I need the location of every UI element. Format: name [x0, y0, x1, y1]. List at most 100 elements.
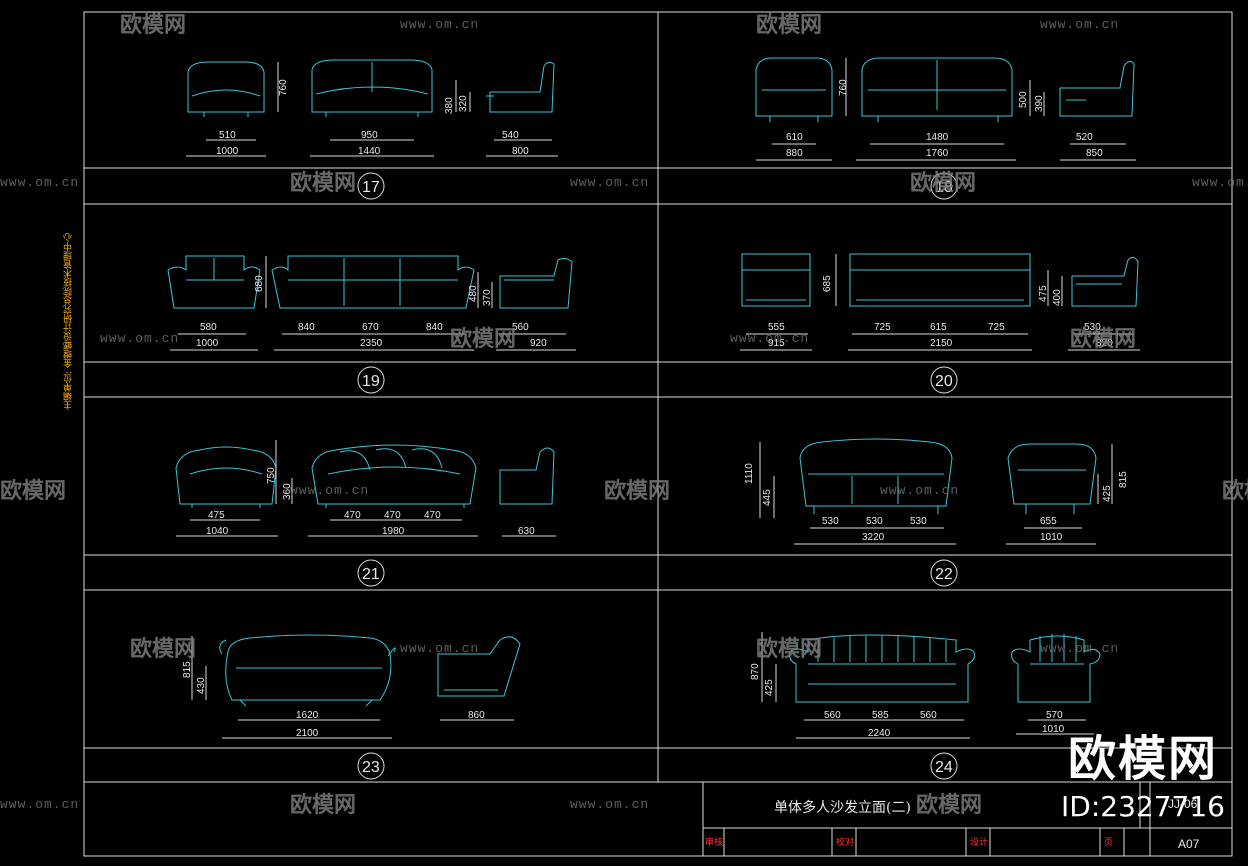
svg-text:欧模网: 欧模网 [756, 636, 822, 661]
dim-label: 820 [1096, 338, 1113, 349]
sheet-code: A07 [1178, 837, 1200, 851]
panel-18[interactable]: 760 500 390 610 880 1480 1760 520 850 18 [755, 57, 1136, 200]
dim-label: 425 [1102, 485, 1113, 502]
dim-label: 560 [824, 710, 841, 721]
svg-text:www.om.cn: www.om.cn [730, 331, 809, 346]
dim-label: 1440 [358, 146, 381, 157]
armchair-elevation [741, 253, 811, 307]
svg-text:www.om.cn: www.om.cn [1040, 17, 1119, 32]
dim-label: 400 [1052, 289, 1063, 306]
panel-23[interactable]: 815 430 1620 2100 860 23 [182, 634, 521, 780]
watermark: 欧模网 www.om.cn [756, 12, 1119, 37]
dim-label: 430 [196, 677, 207, 694]
svg-text:欧模网: 欧模网 [756, 12, 822, 37]
dim-label: 815 [182, 661, 193, 678]
title-block[interactable]: 单体多人沙发立面(二) JJ-06 A07 审核 校对 设计 页 [702, 781, 1233, 857]
dim-label: 630 [518, 526, 535, 537]
watermark: www.om.cn 欧模网 www.om.cn 欧模网 www.om.cn [0, 170, 1248, 195]
panel-17[interactable]: 760 380 320 510 1000 950 1440 540 800 17 [186, 59, 558, 200]
dim-label: 570 [1046, 710, 1063, 721]
dim-label: 3220 [862, 532, 885, 543]
sheet-number-circle [357, 752, 385, 780]
dim-label: 815 [1118, 471, 1129, 488]
svg-text:欧模网: 欧模网 [916, 792, 982, 817]
svg-text:www.om.cn: www.om.cn [880, 483, 959, 498]
dim-label: 425 [764, 679, 775, 696]
panel-24[interactable]: 870 425 560 585 560 2240 570 1010 24 [750, 632, 1101, 780]
sheet-number: 18 [935, 179, 953, 196]
watermark-layer: 欧模网 www.om.cn 欧模网 www.om.cn www.om.cn 欧模… [0, 12, 1248, 817]
side-elevation [437, 636, 521, 697]
dim-label: 725 [988, 322, 1005, 333]
dim-label: 725 [874, 322, 891, 333]
dim-label: 750 [266, 467, 277, 484]
dim-label: 370 [482, 289, 493, 306]
sheet-number-circle [357, 172, 385, 200]
svg-text:欧模网: 欧模网 [604, 478, 670, 503]
svg-text:www.om.cn: www.om.cn [100, 331, 179, 346]
dim-label: 840 [298, 322, 315, 333]
sheet-number: 24 [935, 759, 953, 776]
dim-label: 860 [468, 710, 485, 721]
dim-label: 555 [768, 322, 785, 333]
dim-label: 1010 [1040, 532, 1063, 543]
dim-lines [186, 62, 558, 157]
sofa-elevation [849, 253, 1031, 307]
dim-label: 615 [930, 322, 947, 333]
dim-label: 670 [362, 322, 379, 333]
panel-19[interactable]: 680 480 370 580 1000 840 670 840 2350 56… [167, 255, 576, 394]
svg-text:www.om.cn: www.om.cn [570, 175, 649, 190]
watermark: www.om.cn 欧模网 www.om.cn 欧模网 [100, 326, 1136, 351]
dim-label: 610 [786, 132, 803, 143]
model-id: ID:2327716 [1061, 790, 1225, 823]
panel-20[interactable]: 685 475 400 555 915 725 615 725 2150 530… [740, 253, 1140, 394]
dim-label: 2240 [868, 728, 891, 739]
armchair-elevation [755, 57, 833, 122]
dim-label: 2150 [930, 338, 953, 349]
dim-label: 380 [444, 97, 455, 114]
dim-label: 520 [1076, 132, 1093, 143]
dim-label: 475 [1038, 285, 1049, 302]
brand-name: 欧模网 [1067, 731, 1218, 787]
svg-text:欧模网: 欧模网 [130, 636, 196, 661]
dim-lines [176, 440, 556, 537]
sheet-number-circle [930, 559, 958, 587]
dim-label: 510 [219, 130, 236, 141]
dim-label: 1480 [926, 132, 949, 143]
svg-text:欧模网: 欧模网 [290, 792, 356, 817]
armchair-elevation [1011, 634, 1101, 703]
dim-label: 655 [1040, 516, 1057, 527]
dim-label: 1620 [296, 710, 319, 721]
dim-lines [740, 254, 1140, 351]
side-elevation [1071, 256, 1139, 307]
drawing-title: 单体多人沙发立面(二) [774, 799, 911, 816]
svg-text:欧模网: 欧模网 [1070, 326, 1136, 351]
dim-label: 1010 [1042, 724, 1065, 735]
dim-label: 915 [768, 338, 785, 349]
label-page: 页 [1104, 837, 1113, 847]
dim-label: 1000 [196, 338, 219, 349]
side-elevation [499, 257, 573, 309]
brand-watermark: 欧模网 ID:2327716 [1048, 730, 1238, 850]
dim-label: 475 [208, 510, 225, 521]
panel-21[interactable]: 750 360 475 1040 470 470 470 1980 630 21 [175, 440, 556, 587]
dim-label: 950 [361, 130, 378, 141]
svg-text:欧模网: 欧模网 [290, 170, 356, 195]
dim-label: 530 [822, 516, 839, 527]
sheet-number: 19 [362, 373, 380, 390]
svg-text:www.om.cn: www.om.cn [290, 483, 369, 498]
armchair-elevation [167, 255, 261, 309]
sofa-elevation [789, 634, 975, 703]
svg-text:欧模网: 欧模网 [120, 12, 186, 37]
dim-label: 470 [384, 510, 401, 521]
dim-label: 500 [1018, 91, 1029, 108]
dim-label: 560 [920, 710, 937, 721]
dim-label: 445 [762, 489, 773, 506]
side-elevation [1059, 60, 1135, 117]
svg-text:欧模网: 欧模网 [450, 326, 516, 351]
panel-22[interactable]: 1110 445 530 530 530 3220 425 815 655 10… [744, 438, 1129, 587]
sofa-elevation [799, 438, 953, 514]
svg-text:www.om.cn: www.om.cn [400, 17, 479, 32]
